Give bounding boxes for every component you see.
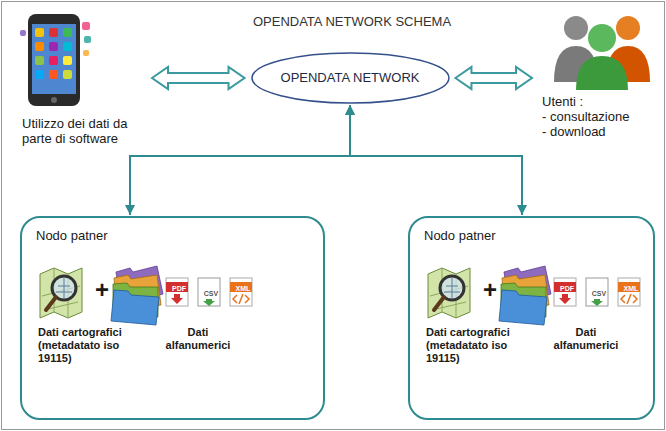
node-heading: Nodo patner [36, 228, 108, 243]
double-block-arrow [455, 67, 532, 89]
data-caption: Dati cartografici (metadatato iso 19115) [38, 326, 142, 365]
data-caption: Dati alfanumerici [546, 326, 626, 352]
tree-connector [350, 105, 522, 215]
file-type: XML [232, 285, 254, 293]
node-heading: Nodo patner [424, 228, 496, 243]
usage-caption: Utilizzo dei dati da parte di software [22, 116, 144, 147]
plus-sign: + [92, 276, 112, 304]
phone-node: Utilizzo dei dati da parte di software [20, 8, 146, 153]
users-node: Utenti :- consultazione- download [538, 8, 656, 150]
file-type: PDF [168, 285, 190, 293]
users-heading: Utenti : [542, 94, 583, 109]
file-type: PDF [556, 285, 578, 293]
file-type: CSV [588, 290, 610, 298]
file-type: CSV [200, 290, 222, 298]
tree-connector [130, 105, 350, 215]
double-block-arrow [152, 67, 245, 89]
users-icon [554, 16, 650, 90]
ellipse-shape [252, 53, 449, 103]
partner-node: Nodo patner + PDF CSV XML Dati cartografici (… [20, 216, 325, 420]
diagram-title: OPENDATA NETWORK SCHEMA [202, 14, 502, 29]
users-item: - consultazione [542, 109, 629, 124]
phone-icon [20, 14, 91, 106]
data-caption: Dati cartografici (metadatato iso 19115) [426, 326, 530, 365]
plus-sign: + [480, 276, 500, 304]
partner-node: Nodo patner + PDF CSV XML Dati cartografici (… [408, 216, 655, 420]
network-name: OPENDATA NETWORK [281, 70, 420, 85]
data-caption: Dati alfanumerici [158, 326, 238, 352]
users-item: - download [542, 124, 606, 139]
network-ellipse: OPENDATA NETWORK [251, 52, 450, 104]
file-type: XML [620, 285, 642, 293]
